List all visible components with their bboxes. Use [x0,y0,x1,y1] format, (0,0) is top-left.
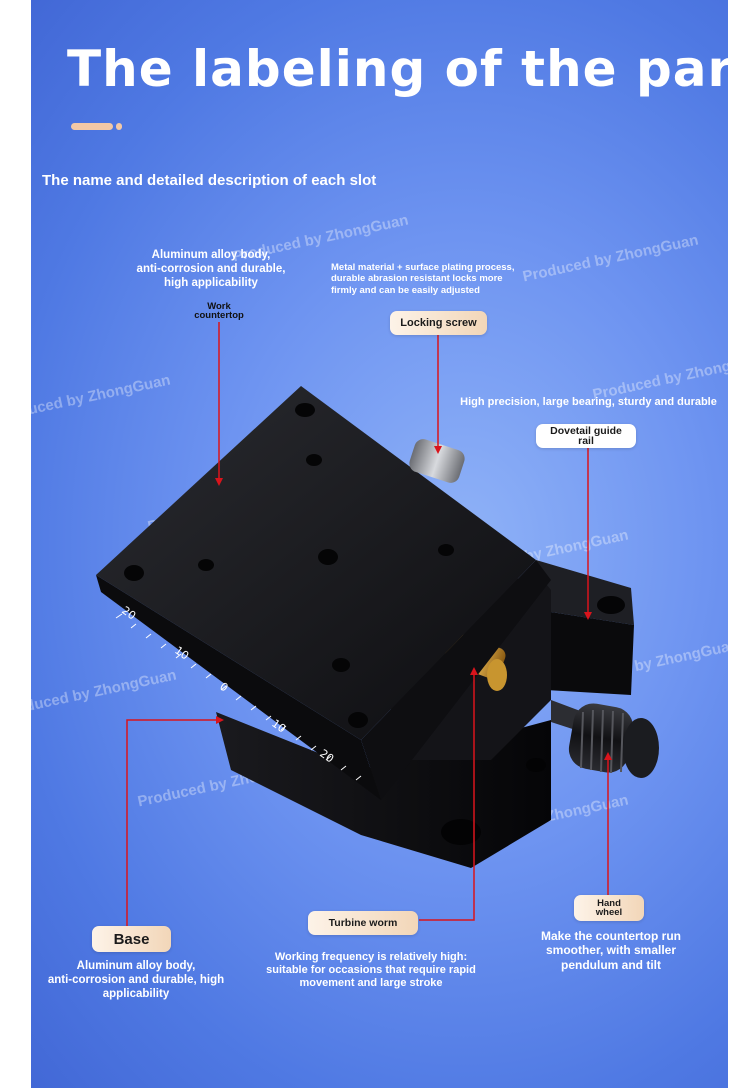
base-hole [441,819,481,845]
locking-screw [409,439,465,483]
turbine-worm-description: Working frequency is relatively high: su… [266,951,476,990]
worm-end [487,659,507,691]
hand-wheel-description: Make the countertop run smoother, with s… [540,929,681,972]
countertop-right-face [361,560,551,800]
base-hole [526,758,546,772]
locking-screw-description: Metal material + surface plating process… [331,262,515,296]
base-description: Aluminum alloy body, anti-corrosion and … [47,960,225,1000]
callout-arrowhead [584,612,592,620]
page-title: The labeling of the part [67,40,728,98]
dovetail-guide-rail-tag: Dovetail guide rail [536,424,636,448]
title-accent-dot [116,123,122,130]
page-subtitle: The name and detailed description of eac… [42,172,377,189]
locking-screw-tag: Locking screw [390,311,487,335]
hand-wheel-tag: Hand wheel [574,895,644,921]
dovetail-rail-side [546,612,634,695]
callout-arrowhead [470,667,478,675]
callout-arrowhead [216,716,224,724]
callout-line-base [126,719,216,936]
callout-arrowhead [604,752,612,760]
hand-wheel [568,703,634,773]
hand-wheel-face [623,718,659,778]
turbine-worm-tag: Turbine worm [308,911,418,935]
dovetail-guide-rail-description: High precision, large bearing, sturdy an… [460,396,717,408]
callout-lines [126,322,612,936]
callout-arrowhead [215,478,223,486]
base-tag: Base [92,926,171,952]
translation-stage-illustration: 20 10 0 10 20 [96,386,659,868]
product-panel: Produced by ZhongGuan Produced by ZhongG… [31,0,728,1088]
callout-arrowhead [434,446,442,454]
knob-knurl [580,709,624,774]
rail-hole [597,596,625,614]
scale-ticks [115,613,362,781]
work-countertop-surface [96,386,536,740]
countertop-holes [124,403,454,728]
work-countertop-description: Aluminum alloy body, anti-corrosion and … [136,249,286,289]
callout-line-turbine-worm [419,675,475,921]
work-countertop-tag: Work countertop [194,300,244,321]
countertop-front-face [96,575,381,800]
title-accent-bar [71,123,113,130]
